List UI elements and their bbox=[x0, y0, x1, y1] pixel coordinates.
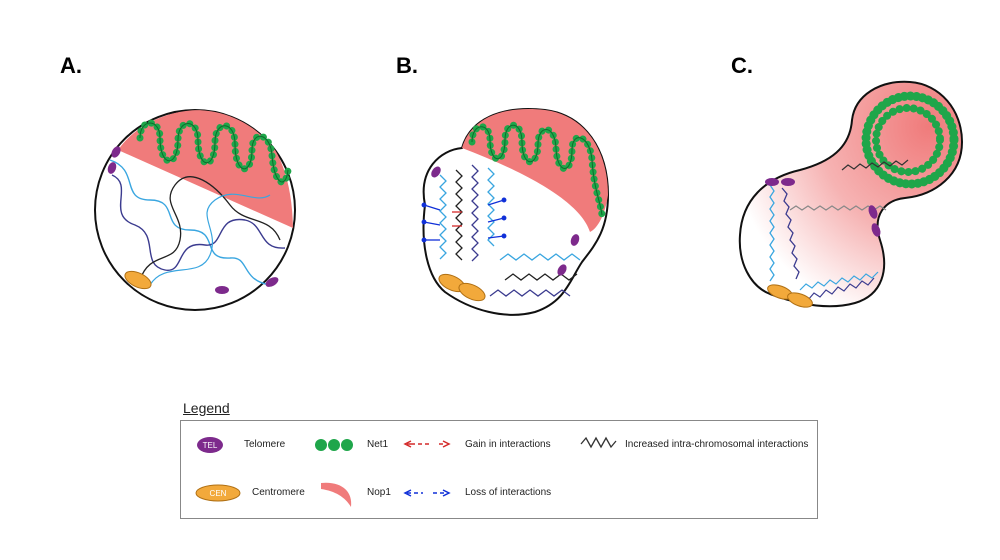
chromosome-a1 bbox=[109, 159, 271, 286]
legend-intra-label: Increased intra-chromosomal interactions bbox=[625, 439, 809, 450]
nucleus-c bbox=[738, 80, 964, 308]
intra-interaction-icon bbox=[580, 436, 617, 449]
centromere-badge-text: CEN bbox=[210, 489, 227, 498]
loss-arrow-icon bbox=[403, 489, 451, 497]
chromosome-c5 bbox=[807, 277, 875, 301]
loss-arrows-b bbox=[421, 197, 507, 243]
nucleolus-b bbox=[462, 109, 608, 232]
legend-centromere-label: Centromere bbox=[252, 487, 305, 498]
chromosome-c6 bbox=[841, 159, 909, 171]
legend-telomere-label: Telomere bbox=[244, 439, 286, 450]
telomere-a2 bbox=[107, 162, 117, 174]
centromere-c2 bbox=[787, 292, 813, 308]
centromere-b2 bbox=[458, 282, 486, 302]
legend-box: TEL CEN Telomere Centromere Net1 Nop1 Ga… bbox=[180, 420, 818, 519]
net1-icon bbox=[315, 439, 353, 451]
legend-net1-label: Net1 bbox=[367, 439, 389, 450]
chromosome-b6 bbox=[504, 273, 578, 281]
telomere-a3 bbox=[215, 286, 229, 294]
chromosome-b4 bbox=[487, 167, 495, 247]
panel-label-a: A. bbox=[60, 53, 82, 78]
chromosome-a3 bbox=[139, 176, 281, 281]
chromosome-b5 bbox=[499, 253, 581, 261]
net1-cluster-c bbox=[861, 91, 959, 189]
nucleus-diagrams bbox=[94, 80, 964, 316]
legend-title: Legend bbox=[183, 400, 230, 416]
telomere-a1 bbox=[111, 146, 121, 158]
chromosome-c2 bbox=[781, 187, 800, 280]
gain-arrows-b bbox=[452, 211, 462, 227]
chromosome-c1 bbox=[769, 184, 775, 282]
telomere-c1 bbox=[765, 178, 779, 186]
panel-label-b: B. bbox=[396, 53, 418, 78]
chromosome-b7 bbox=[489, 289, 571, 297]
telomere-icon bbox=[197, 437, 223, 453]
legend-nop1-label: Nop1 bbox=[367, 487, 391, 498]
chromosome-b1 bbox=[439, 174, 447, 260]
centromere-icon bbox=[195, 484, 241, 502]
telomere-c2 bbox=[781, 178, 795, 186]
chromosome-a2 bbox=[111, 174, 286, 271]
telomere-badge-text: TEL bbox=[203, 441, 218, 450]
legend-loss-label: Loss of interactions bbox=[465, 487, 552, 498]
nop1-icon bbox=[321, 482, 352, 507]
centromere-a bbox=[124, 270, 152, 290]
telomere-c3 bbox=[868, 205, 878, 219]
chromosome-b2 bbox=[455, 169, 463, 261]
telomere-b1 bbox=[431, 166, 441, 178]
chromosome-a4 bbox=[149, 193, 271, 286]
telomere-a4 bbox=[265, 277, 279, 287]
telomere-b3 bbox=[557, 264, 567, 276]
gain-arrow-icon bbox=[403, 440, 451, 448]
chromosome-b3 bbox=[471, 164, 479, 262]
telomere-b2 bbox=[570, 234, 580, 246]
chromosome-c4 bbox=[799, 271, 879, 291]
legend-symbols: TEL CEN bbox=[195, 436, 617, 507]
telomere-c4 bbox=[871, 223, 881, 237]
panel-label-c: C. bbox=[731, 53, 753, 78]
nucleus-a bbox=[94, 109, 296, 311]
nucleus-b bbox=[421, 108, 610, 316]
legend-gain-label: Gain in interactions bbox=[465, 439, 551, 450]
